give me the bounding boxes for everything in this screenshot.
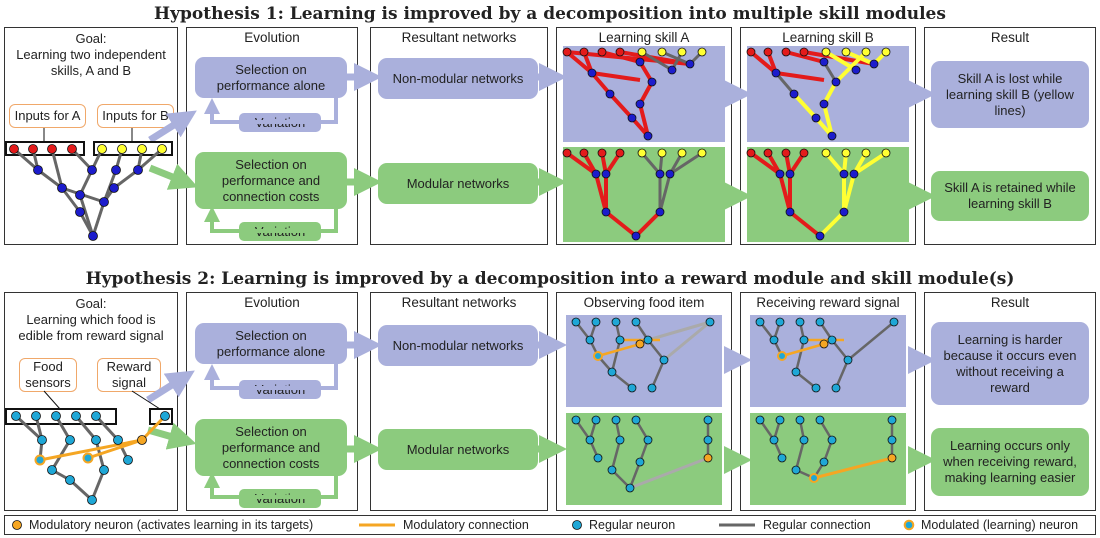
selection-performance-alone: Selection on performance alone xyxy=(195,323,347,364)
modular-network-bg xyxy=(750,413,906,505)
legend: Modulatory neuron (activates learning in… xyxy=(4,515,1096,535)
food-sensors-label: Food sensors xyxy=(19,358,77,392)
hyp1-nonmodular-network-a xyxy=(562,47,707,141)
modular-network-bg xyxy=(566,413,722,505)
hyp2-networks-panel: Resultant networks Non-modular networks … xyxy=(370,292,548,511)
hyp2-result-panel: Result Learning is harder because it occ… xyxy=(924,292,1096,511)
inputs-a-label: Inputs for A xyxy=(9,104,86,128)
hypothesis-2-title: Hypothesis 2: Learning is improved by a … xyxy=(85,269,1015,289)
modular-networks: Modular networks xyxy=(378,429,538,470)
hyp1-nonmodular-network-b xyxy=(746,47,891,141)
gray-line-icon xyxy=(719,523,755,527)
goal-text: Learning which food is edible from rewar… xyxy=(18,312,164,343)
modulated-neuron-icon xyxy=(903,519,915,531)
legend-label: Modulated (learning) neuron xyxy=(921,518,1079,532)
hyp2-goal-network xyxy=(5,390,173,505)
modular-networks: Modular networks xyxy=(378,163,538,204)
goal-text: Learning two independent skills, A and B xyxy=(16,47,166,78)
hyp1-modular-network-a xyxy=(562,148,707,241)
hyp1-result-panel: Result Skill A is lost while learning sk… xyxy=(924,27,1096,245)
hyp1-networks-panel: Resultant networks Non-modular networks … xyxy=(370,27,548,245)
evolution-header: Evolution xyxy=(244,30,300,45)
hyp2-nonmodular-network-observe xyxy=(571,317,715,393)
result-header: Result xyxy=(990,30,1030,45)
non-modular-networks: Non-modular networks xyxy=(378,325,538,366)
hyp1-modular-network-b xyxy=(746,148,891,241)
networks-header: Resultant networks xyxy=(401,30,517,45)
result-modular: Learning occurs only when receiving rewa… xyxy=(931,428,1089,496)
legend-regular-connection: Regular connection xyxy=(717,518,871,532)
legend-regular-neuron: Regular neuron xyxy=(571,518,675,532)
orange-line-icon xyxy=(359,523,395,527)
result-non-modular: Skill A is lost while learning skill B (… xyxy=(931,61,1089,128)
hyp1-arrows xyxy=(148,63,936,233)
networks-header: Resultant networks xyxy=(401,295,517,310)
result-non-modular: Learning is harder because it occurs eve… xyxy=(931,322,1089,405)
orange-neuron-icon xyxy=(12,520,22,530)
legend-label: Regular connection xyxy=(763,518,871,532)
hyp2-arrows xyxy=(146,331,936,499)
hyp2-nonmodular-network-reward xyxy=(755,317,899,393)
legend-label: Modulatory connection xyxy=(403,518,529,532)
receiving-reward-header: Receiving reward signal xyxy=(756,295,900,310)
evolution-header: Evolution xyxy=(244,295,300,310)
legend-modulatory-connection: Modulatory connection xyxy=(357,518,529,532)
selection-performance-connection-costs: Selection on performance and connection … xyxy=(195,152,347,209)
blue-neuron-icon xyxy=(572,520,582,530)
hyp2-modular-network-observe xyxy=(571,415,713,493)
selection-performance-alone: Selection on performance alone xyxy=(195,57,347,98)
learning-skill-a-header: Learning skill A xyxy=(598,30,690,45)
goal-heading: Goal: xyxy=(75,31,107,46)
hyp2-goal-panel: Goal: Learning which food is edible from… xyxy=(4,292,178,511)
goal-heading: Goal: xyxy=(75,296,107,311)
hypothesis-1-title: Hypothesis 1: Learning is improved by a … xyxy=(154,4,946,24)
non-modular-networks: Non-modular networks xyxy=(378,58,538,99)
result-header: Result xyxy=(990,295,1030,310)
result-modular: Skill A is retained while learning skill… xyxy=(931,171,1089,221)
observing-food-header: Observing food item xyxy=(583,295,705,310)
legend-label: Regular neuron xyxy=(589,518,676,532)
legend-modulatory-neuron: Modulatory neuron (activates learning in… xyxy=(11,518,313,532)
selection-performance-connection-costs: Selection on performance and connection … xyxy=(195,419,347,476)
hyp1-goal-network xyxy=(5,128,173,241)
hyp2-modular-network-reward xyxy=(755,415,897,483)
reward-signal-label: Reward signal xyxy=(97,358,161,392)
inputs-b-label: Inputs for B xyxy=(97,104,174,128)
legend-modulated-neuron: Modulated (learning) neuron xyxy=(903,518,1078,532)
legend-label: Modulatory neuron (activates learning in… xyxy=(29,518,314,532)
learning-skill-b-header: Learning skill B xyxy=(782,30,874,45)
